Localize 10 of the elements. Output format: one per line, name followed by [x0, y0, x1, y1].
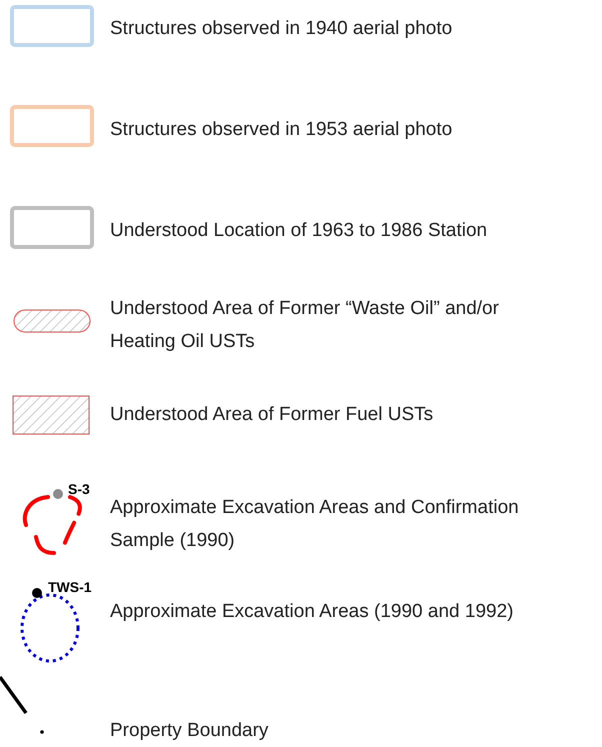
- legend-text: Structures observed in 1953 aerial photo: [110, 118, 454, 142]
- sample-id-label: S-3: [68, 480, 90, 498]
- sample-id-label: TWS-1: [48, 578, 92, 596]
- legend-text: Structures observed in 1940 aerial photo: [110, 17, 454, 41]
- legend-text: Understood Area of Former Fuel USTs: [110, 403, 434, 427]
- legend-text: Understood Location of 1963 to 1986 Station: [110, 219, 488, 243]
- legend-text: Understood Area of Former “Waste Oil” and/or Heating Oil USTs: [110, 297, 500, 354]
- legend-text: Approximate Excavation Areas (1990 and 1992): [110, 600, 514, 624]
- legend-text: Property Boundary: [110, 719, 270, 743]
- legend-text: Approximate Excavation Areas and Confirmation Sample (1990): [110, 496, 520, 553]
